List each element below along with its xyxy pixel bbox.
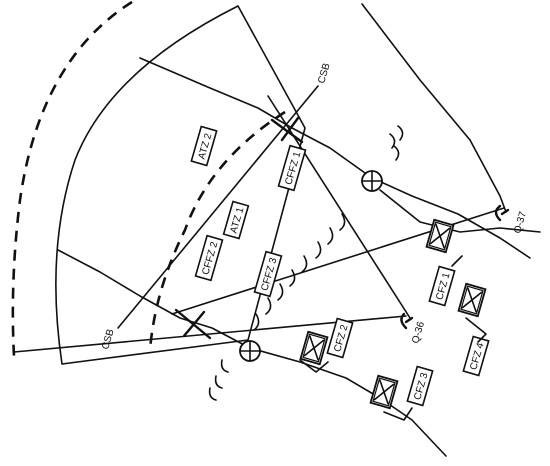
csb-label-bottom: CSB [100, 328, 116, 351]
fire-zone-cfz4: CFZ 4 [462, 335, 490, 377]
obstacle-arcs-center [253, 213, 346, 331]
axis-line-top [117, 85, 319, 329]
cfz4-connector [465, 317, 487, 343]
obstacle-arcs-south [208, 359, 229, 401]
checkpoint-icon-south [239, 340, 261, 362]
cfz3-connector [383, 407, 413, 421]
axis-line-q37 [171, 207, 505, 315]
checkpoint-icon-north [361, 170, 383, 192]
fire-zone-cfz3: CFZ 3 [406, 365, 434, 407]
cfz1-connector [451, 255, 463, 267]
q36-label: Q-36 [410, 320, 427, 345]
artillery-unit-icon-4 [369, 374, 399, 410]
inner-coverage-arc [148, 110, 286, 351]
csb-label-top: CSB [316, 62, 332, 85]
sector-outline [55, 5, 306, 365]
fire-zone-cfz2: CFZ 2 [326, 317, 354, 359]
zone-cffz3: CFFZ 3 [253, 250, 283, 298]
zone-cffz1: CFFZ 1 [277, 144, 307, 192]
artillery-unit-icon-3 [299, 330, 329, 366]
radar-icon-q37 [494, 204, 510, 222]
fire-zone-cfz1: CFZ 1 [428, 265, 456, 307]
boundary-line-east [361, 3, 507, 213]
phase-line-north [139, 57, 531, 259]
obstacle-arcs-north [389, 125, 404, 161]
cross-mark-north [270, 116, 304, 144]
zone-atz2: ATZ 2 [190, 125, 218, 167]
artillery-unit-icon-2 [457, 282, 487, 318]
cfz2-connector [299, 359, 329, 373]
artillery-unit-icon-1 [425, 218, 455, 254]
radar-icon-q36 [400, 312, 414, 330]
zone-cffz2: CFFZ 2 [194, 234, 224, 282]
river-line [379, 189, 541, 233]
zone-atz1: ATZ 1 [222, 200, 250, 240]
cross-mark-south [174, 308, 212, 340]
outer-coverage-arc [11, 0, 133, 357]
